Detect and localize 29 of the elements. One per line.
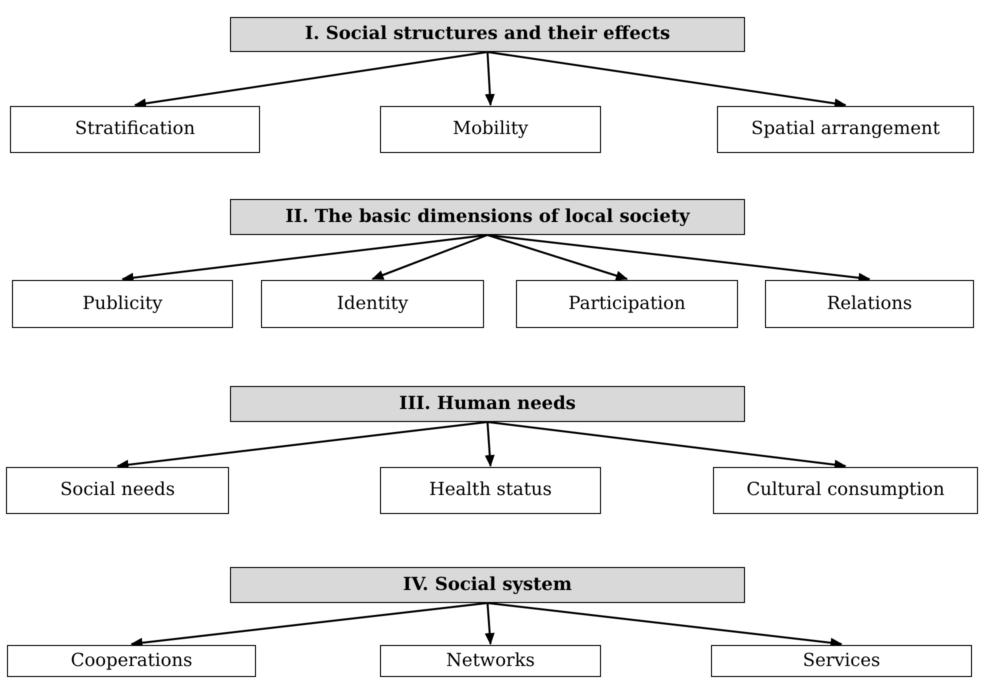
arrow	[130, 602, 488, 648]
arrow	[487, 234, 870, 283]
category-box: Relations	[765, 280, 974, 328]
category-box: Participation	[516, 280, 738, 328]
heading-box: III. Human needs	[230, 386, 745, 422]
category-box: Networks	[380, 645, 601, 677]
category-box: Spatial arrangement	[717, 106, 974, 153]
arrow	[484, 602, 495, 645]
category-box: Publicity	[12, 280, 233, 328]
heading-box: IV. Social system	[230, 567, 745, 603]
arrow	[487, 51, 846, 108]
category-box: Cooperations	[7, 645, 256, 677]
heading-box: II. The basic dimensions of local society	[230, 199, 745, 235]
heading-box: I. Social structures and their effects	[230, 17, 745, 52]
category-box: Social needs	[6, 467, 229, 514]
category-box: Services	[711, 645, 972, 677]
arrow	[372, 234, 488, 280]
arrow	[487, 602, 842, 648]
category-box: Mobility	[380, 106, 601, 153]
arrow	[484, 422, 495, 467]
category-box: Cultural consumption	[713, 467, 978, 514]
category-box: Identity	[261, 280, 484, 328]
category-box: Stratification	[10, 106, 260, 153]
arrow	[487, 421, 846, 470]
category-box: Health status	[380, 467, 601, 514]
arrow	[134, 51, 488, 108]
arrow	[487, 234, 628, 280]
arrow	[116, 421, 488, 470]
arrow	[484, 52, 495, 106]
